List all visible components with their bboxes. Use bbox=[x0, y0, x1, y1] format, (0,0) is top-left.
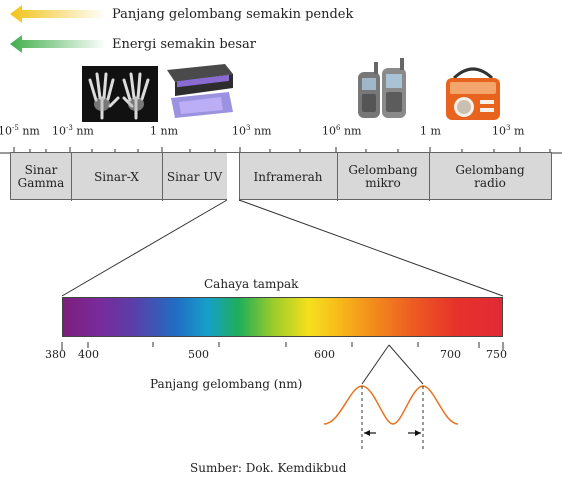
scale-ruler bbox=[0, 140, 562, 154]
scale-tick-label: 10-3 nm bbox=[52, 124, 94, 138]
source-caption: Sumber: Dok. Kemdikbud bbox=[190, 461, 347, 475]
band-uv: Sinar UV bbox=[162, 153, 228, 201]
visible-axis bbox=[0, 337, 562, 350]
zoom-lines bbox=[0, 196, 562, 300]
scale-tick-label: 103 m bbox=[492, 124, 525, 138]
visible-tick-label: 500 bbox=[188, 348, 209, 361]
visible-title: Cahaya tampak bbox=[204, 277, 299, 291]
wavelength-arrows-icon bbox=[364, 430, 421, 436]
scale-tick-label: 103 nm bbox=[232, 124, 272, 138]
energy-legend-text: Energi semakin besar bbox=[112, 37, 257, 52]
cell-phones-icon bbox=[350, 58, 414, 124]
visible-axis-label: Panjang gelombang (nm) bbox=[150, 377, 303, 391]
energy-arrow-icon bbox=[10, 34, 106, 54]
scale-tick-label: 106 nm bbox=[322, 124, 362, 138]
scale-tick-label: 1 m bbox=[420, 124, 441, 138]
visible-tick-label: 750 bbox=[486, 348, 507, 361]
band-xray: Sinar-X bbox=[71, 153, 163, 201]
band-infrared: Inframerah bbox=[239, 153, 338, 201]
visible-spectrum-bar bbox=[62, 297, 503, 337]
radio-icon bbox=[442, 58, 504, 124]
scale-tick-label: 1 nm bbox=[150, 124, 179, 138]
wavelength-arrow-icon bbox=[10, 4, 106, 24]
visible-tick-label: 600 bbox=[314, 348, 335, 361]
uv-lamp-icon bbox=[163, 62, 235, 120]
band-visible-gap bbox=[227, 153, 240, 201]
wave-curve bbox=[323, 385, 459, 425]
visible-tick-label: 700 bbox=[440, 348, 461, 361]
wavelength-legend-text: Panjang gelombang semakin pendek bbox=[112, 7, 354, 22]
visible-tick-label: 400 bbox=[78, 348, 99, 361]
visible-tick-label: 380 bbox=[45, 348, 66, 361]
scale-tick-label: 10-5 nm bbox=[0, 124, 40, 138]
wave-inset bbox=[300, 340, 500, 460]
xray-hands-icon bbox=[82, 66, 158, 122]
